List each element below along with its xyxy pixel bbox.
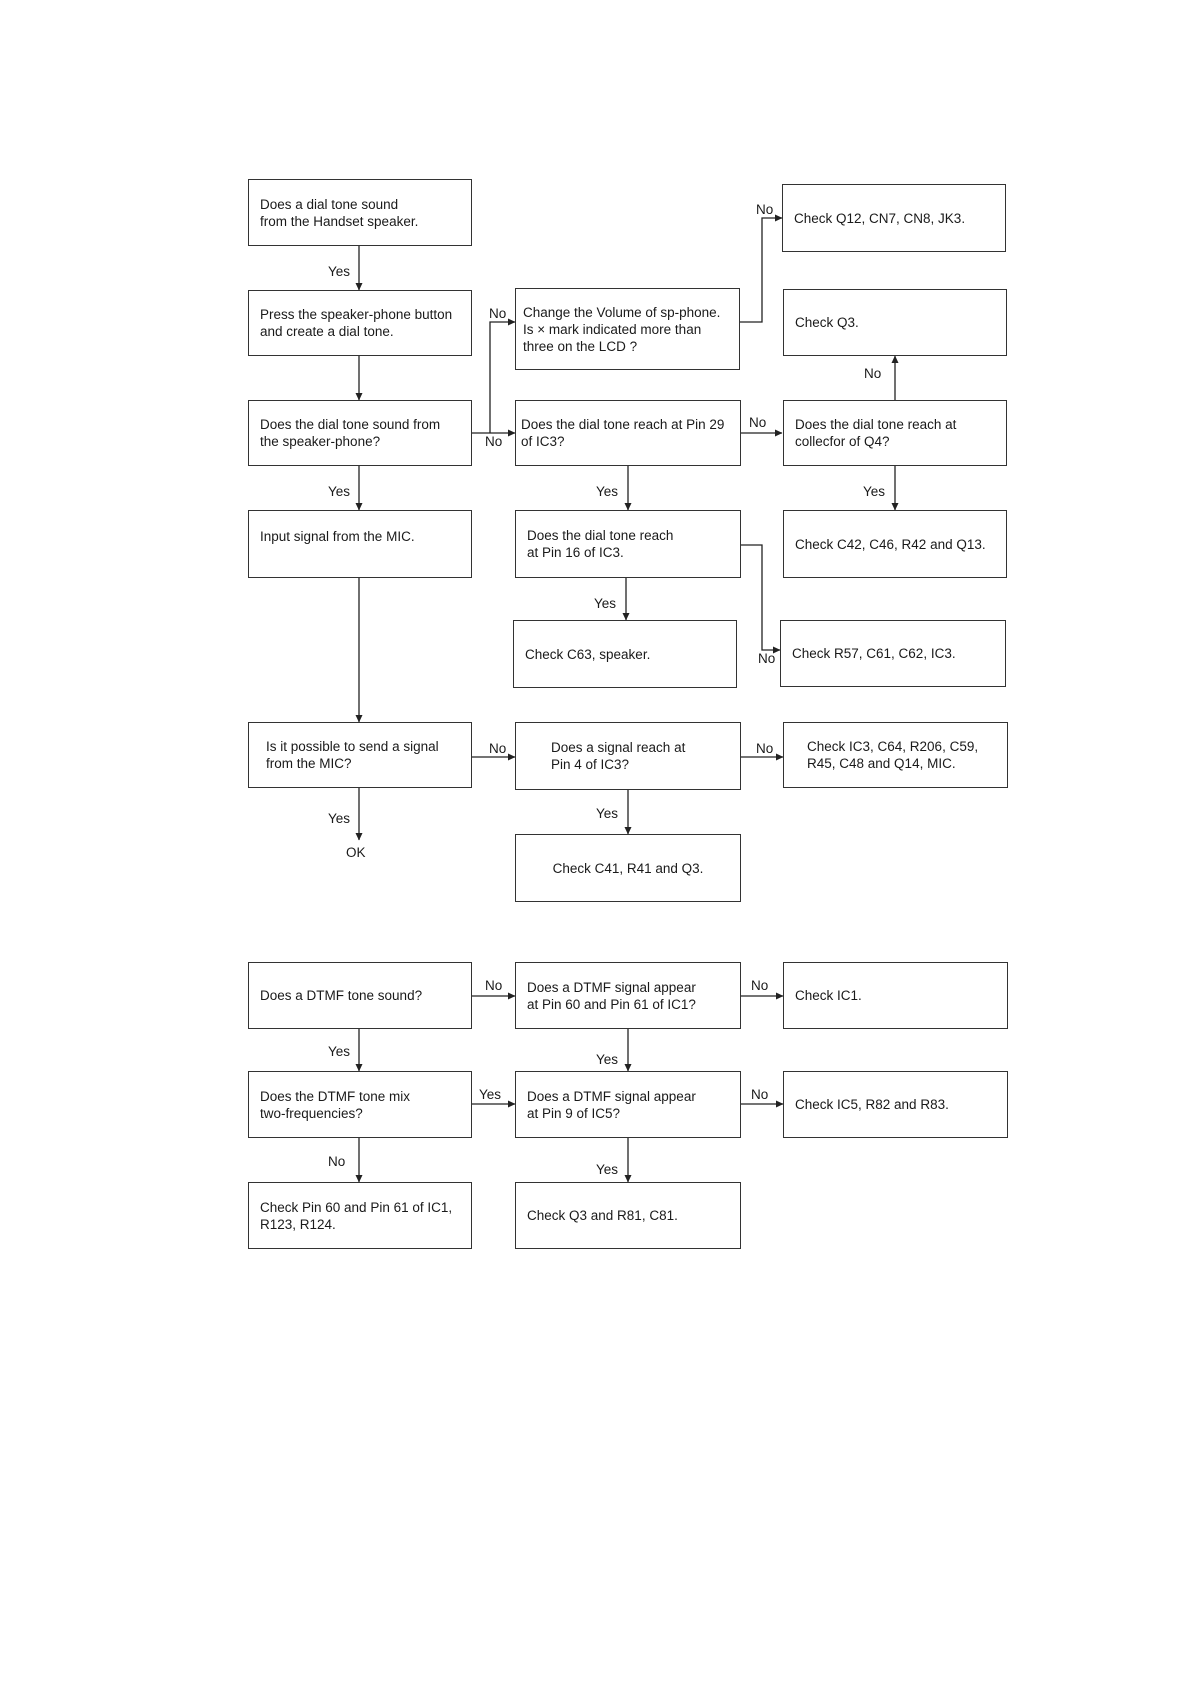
box-handset-question: Does a dial tone sound from the Handset … bbox=[248, 179, 472, 246]
box-dtmf-pin60-question: Does a DTMF signal appear at Pin 60 and … bbox=[515, 962, 741, 1029]
box-check-pin60: Check Pin 60 and Pin 61 of IC1, R123, R1… bbox=[248, 1182, 472, 1249]
box-dtmf-sound-question: Does a DTMF tone sound? bbox=[248, 962, 472, 1029]
box-send-mic-question: Is it possible to send a signal from the… bbox=[248, 722, 472, 788]
edge-label-yes: Yes bbox=[596, 806, 619, 821]
edge-label-yes: Yes bbox=[328, 1044, 351, 1059]
edge-label-yes: Yes bbox=[596, 1162, 619, 1177]
edge-label-no: No bbox=[489, 306, 507, 321]
box-change-volume: Change the Volume of sp-phone. Is × mark… bbox=[515, 288, 740, 370]
box-check-ic5: Check IC5, R82 and R83. bbox=[783, 1071, 1008, 1138]
box-pin4-question: Does a signal reach at Pin 4 of IC3? bbox=[515, 722, 741, 790]
box-check-c63: Check C63, speaker. bbox=[513, 620, 737, 688]
edge-label-yes: Yes bbox=[863, 484, 886, 499]
box-check-ic1: Check IC1. bbox=[783, 962, 1008, 1029]
edge-label-no: No bbox=[864, 366, 882, 381]
box-check-q3: Check Q3. bbox=[783, 289, 1007, 356]
edge-label-yes: Yes bbox=[596, 484, 619, 499]
edge-label-no: No bbox=[751, 978, 769, 993]
box-dtmf-mix-question: Does the DTMF tone mix two-frequencies? bbox=[248, 1071, 472, 1138]
box-pin16-question: Does the dial tone reach at Pin 16 of IC… bbox=[515, 510, 741, 578]
box-input-mic: Input signal from the MIC. bbox=[248, 510, 472, 578]
edge-label-no: No bbox=[751, 1087, 769, 1102]
edge-label-no: No bbox=[485, 978, 503, 993]
box-check-c41: Check C41, R41 and Q3. bbox=[515, 834, 741, 902]
edge-label-no: No bbox=[749, 415, 767, 430]
box-q4-question: Does the dial tone reach at collecfor of… bbox=[783, 400, 1007, 466]
box-speaker-phone-question: Does the dial tone sound from the speake… bbox=[248, 400, 472, 466]
edge-label-yes: Yes bbox=[328, 811, 351, 826]
box-press-speaker-phone: Press the speaker-phone button and creat… bbox=[248, 290, 472, 356]
box-check-r57: Check R57, C61, C62, IC3. bbox=[780, 620, 1006, 687]
box-pin29-question: Does the dial tone reach at Pin 29 of IC… bbox=[515, 400, 741, 466]
box-check-ic3-c64: Check IC3, C64, R206, C59, R45, C48 and … bbox=[783, 722, 1008, 788]
edge-label-yes: Yes bbox=[596, 1052, 619, 1067]
box-check-q3-r81: Check Q3 and R81, C81. bbox=[515, 1182, 741, 1249]
edge-label-no: No bbox=[489, 741, 507, 756]
edge-label-no: No bbox=[756, 202, 774, 217]
edge-label-no: No bbox=[485, 434, 503, 449]
edge-label-no: No bbox=[328, 1154, 346, 1169]
edge-label-yes: Yes bbox=[328, 484, 351, 499]
box-check-q12: Check Q12, CN7, CN8, JK3. bbox=[782, 184, 1006, 252]
edge-label-no: No bbox=[756, 741, 774, 756]
box-check-c42: Check C42, C46, R42 and Q13. bbox=[783, 510, 1007, 578]
edge-label-ok: OK bbox=[346, 845, 366, 860]
edge-label-no: No bbox=[758, 651, 776, 666]
box-dtmf-pin9-question: Does a DTMF signal appear at Pin 9 of IC… bbox=[515, 1071, 741, 1138]
edge-label-yes: Yes bbox=[328, 264, 351, 279]
edge-label-yes: Yes bbox=[594, 596, 617, 611]
edge-label-yes: Yes bbox=[479, 1087, 502, 1102]
